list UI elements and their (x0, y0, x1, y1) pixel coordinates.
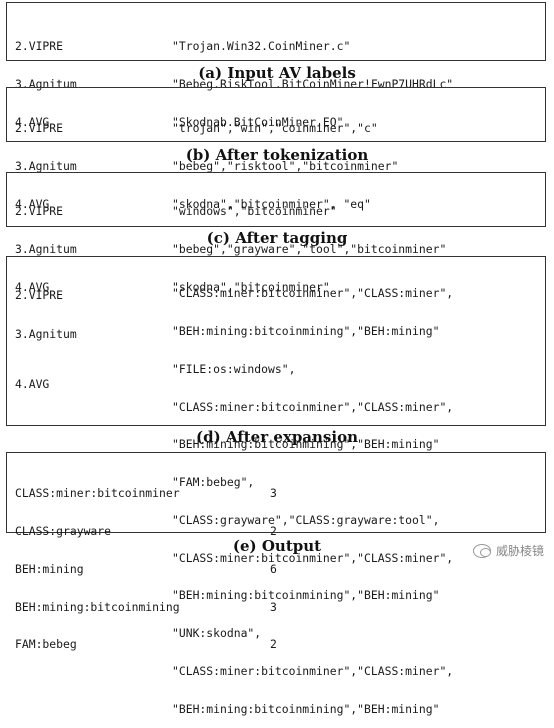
expanded-tag-line: "UNK:skodna", (172, 626, 262, 641)
token-list: "bebeg","risktool","bitcoinminer" (172, 158, 399, 173)
expanded-tag-line: "BEH:mining:bitcoinmining","BEH:mining" (172, 588, 440, 603)
caption-a: (a) Input AV labels (198, 64, 356, 82)
expanded-tag-line: "BEH:mining:bitcoinmining","BEH:mining" (172, 701, 440, 716)
output-tag: FAM:bebeg (15, 637, 77, 652)
expanded-tag-line: "BEH:mining:bitcoinmining","BEH:mining" (172, 323, 440, 338)
output-tag: CLASS:miner:bitcoinminer (15, 486, 180, 501)
panel-e-tags: CLASS:miner:bitcoinminer CLASS:grayware … (15, 462, 180, 664)
expanded-tag-line: "FILE:os:windows", (172, 361, 296, 376)
output-count: 2 (270, 637, 277, 652)
vendor-label: 2.VIPRE (15, 121, 64, 136)
token-list: "trojan","win","coinminer","c" (172, 121, 378, 136)
output-count: 3 (270, 486, 277, 501)
caption-d: (d) After expansion (196, 428, 358, 446)
panel-b-box (6, 87, 546, 142)
output-tag: CLASS:grayware (15, 523, 112, 538)
tag-list: "windows","bitcoinminer" (172, 204, 337, 219)
panel-c-labels: "windows","bitcoinminer" "bebeg","graywa… (172, 180, 446, 306)
vendor-label: 2.VIPRE (15, 204, 64, 219)
panel-d-vendor-agnitum: 3.Agnitum (15, 327, 77, 341)
panel-e-box (6, 452, 546, 533)
vendor-label: 2.VIPRE (15, 39, 64, 54)
panel-d-vendor-vipre: 2.VIPRE (15, 288, 64, 302)
panel-b-vendors: 2.VIPRE 3.Agnitum 4.AVG (15, 97, 77, 223)
vendor-label: 4.AVG (15, 196, 50, 211)
vendor-label: 3.Agnitum (15, 241, 77, 256)
expanded-tag-line: "BEH:mining:bitcoinmining","BEH:mining" (172, 437, 440, 452)
vendor-label: 4.AVG (15, 279, 50, 294)
av-label: "Trojan.Win32.CoinMiner.c" (172, 39, 351, 54)
panel-b-labels: "trojan","win","coinminer","c" "bebeg","… (172, 97, 398, 223)
panel-a-box (6, 2, 546, 61)
output-tag: BEH:mining:bitcoinmining (15, 599, 180, 614)
expanded-tag-line: "CLASS:miner:bitcoinminer","CLASS:miner"… (172, 664, 454, 678)
output-count: 3 (270, 599, 277, 614)
caption-c: (c) After tagging (206, 229, 348, 247)
panel-d-vendor-avg: 4.AVG (15, 377, 50, 391)
expanded-tag-line: "CLASS:grayware","CLASS:grayware:tool", (172, 512, 440, 527)
vendor-label: 3.Agnitum (15, 158, 77, 173)
av-label: "Skodnab.BitCoinMiner.EQ" (172, 114, 344, 129)
output-count: 2 (270, 523, 277, 538)
panel-e-counts: 3 2 6 3 2 (270, 462, 284, 664)
token-list: "skodna","bitcoinminer", "eq" (172, 196, 371, 211)
tag-list: "skodna","bitcoinminer" (172, 279, 330, 294)
caption-b: (b) After tokenization (185, 146, 369, 164)
panel-c-vendors: 2.VIPRE 3.Agnitum 4.AVG (15, 180, 77, 306)
watermark: 威胁棱镜 (472, 542, 544, 559)
panel-c-box (6, 172, 546, 227)
expanded-tag-line: "FAM:bebeg", (172, 475, 255, 490)
watermark-text: 威胁棱镜 (495, 544, 544, 558)
panel-d-box (6, 256, 546, 426)
expanded-tag-line: "CLASS:miner:bitcoinminer","CLASS:miner"… (172, 399, 454, 414)
expanded-tag-line: "CLASS:miner:bitcoinminer","CLASS:miner"… (172, 286, 454, 301)
tag-list: "bebeg","grayware","tool","bitcoinminer" (172, 241, 447, 256)
caption-e: (e) Output (232, 537, 322, 555)
wechat-icon (472, 543, 491, 558)
expanded-tag-line: "CLASS:miner:bitcoinminer","CLASS:miner"… (172, 550, 454, 565)
vendor-label: 4.AVG (15, 114, 50, 129)
